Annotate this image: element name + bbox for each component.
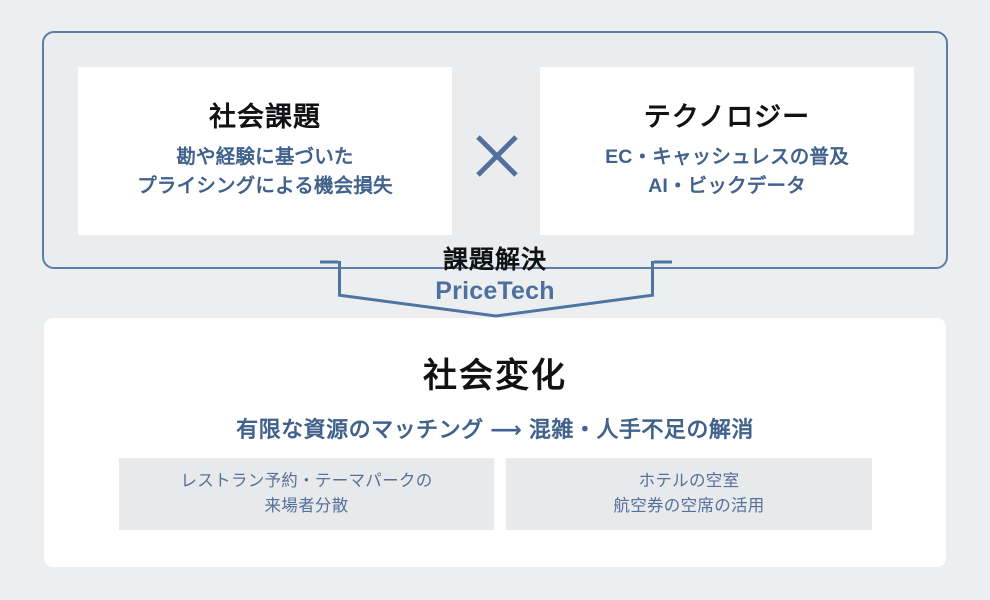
multiply-icon [476, 135, 518, 177]
pillar-card-social-issue: 社会課題 勘や経験に基づいた プライシングによる機会損失 [78, 67, 452, 235]
pillar-body-line: AI・ビックデータ [648, 174, 806, 197]
social-issue-technology-container: 社会課題 勘や経験に基づいた プライシングによる機会損失 テクノロジー EC・キ… [42, 31, 948, 269]
pillar-body-social-issue: 勘や経験に基づいた プライシングによる機会損失 [137, 143, 393, 201]
example-tile-line: レストラン予約・テーマパークの [180, 472, 433, 491]
social-change-card: 社会変化 有限な資源のマッチング ⟶ 混雑・人手不足の解消 レストラン予約・テー… [44, 318, 946, 567]
pillar-body-line: プライシングによる機会損失 [137, 174, 393, 197]
example-tile: ホテルの空室 航空券の空席の活用 [506, 458, 872, 530]
example-tile-text: ホテルの空室 航空券の空席の活用 [613, 469, 764, 519]
pillar-title-technology: テクノロジー [643, 102, 811, 133]
example-tile-line: 航空券の空席の活用 [613, 497, 765, 515]
pillar-body-line: EC・キャッシュレスの普及 [605, 145, 849, 168]
outcome-title: 社会変化 [423, 357, 567, 395]
funnel-arrow-icon [320, 260, 672, 318]
pillar-title-social-issue: 社会課題 [209, 102, 321, 133]
outcome-subtitle: 有限な資源のマッチング ⟶ 混雑・人手不足の解消 [236, 417, 754, 442]
example-tile-line: ホテルの空室 [638, 472, 740, 491]
example-tile-text: レストラン予約・テーマパークの 来場者分散 [181, 469, 433, 519]
example-tile: レストラン予約・テーマパークの 来場者分散 [119, 458, 494, 530]
pillar-card-technology: テクノロジー EC・キャッシュレスの普及 AI・ビックデータ [540, 67, 914, 235]
pillar-body-technology: EC・キャッシュレスの普及 AI・ビックデータ [605, 143, 849, 201]
pillar-body-line: 勘や経験に基づいた [176, 145, 354, 168]
example-tile-line: 来場者分散 [264, 497, 349, 515]
